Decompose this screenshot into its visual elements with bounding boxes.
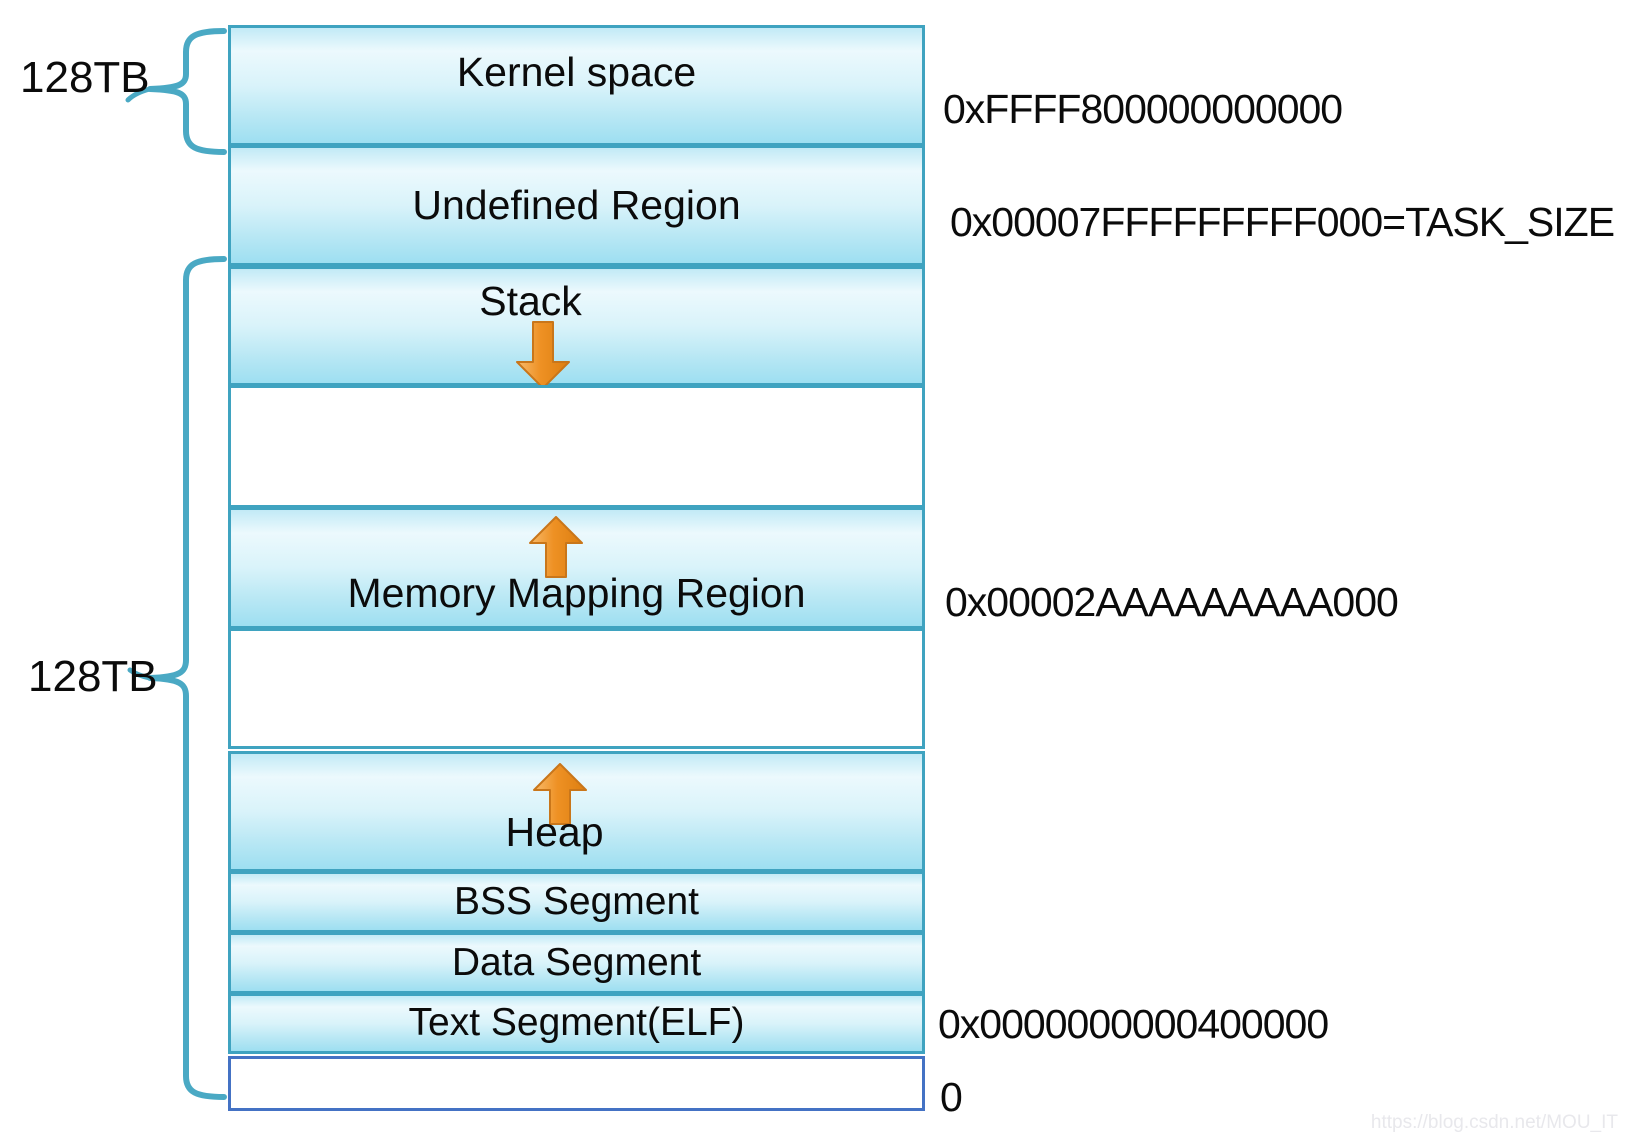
region-gap-upper	[228, 385, 925, 508]
kernel-size-label: 128TB	[20, 53, 150, 102]
address-elf-start: 0x0000000000400000	[938, 1001, 1329, 1047]
region-gap-lower	[228, 628, 925, 749]
region-label: Text Segment(ELF)	[408, 1001, 745, 1045]
brace-overlay	[125, 28, 227, 1100]
region-label: Stack	[479, 278, 582, 324]
region-bottom-empty	[228, 1056, 925, 1111]
region-label: Kernel space	[456, 49, 697, 95]
region-label: Data Segment	[451, 940, 702, 984]
region-kernel-space: Kernel space	[228, 25, 925, 146]
region-text-segment: Text Segment(ELF)	[228, 993, 925, 1054]
address-task-size: 0x00007FFFFFFFFF000=TASK_SIZE	[950, 199, 1615, 245]
region-label: Undefined Region	[412, 181, 741, 228]
region-memory-mapping: Memory Mapping Region	[228, 507, 925, 629]
watermark: https://blog.csdn.net/MOU_IT	[1370, 1112, 1618, 1133]
region-label: Heap	[505, 808, 604, 855]
user-size-label: 128TB	[28, 652, 158, 701]
region-label: Memory Mapping Region	[347, 569, 806, 616]
mmap-growth-up-arrow-icon	[529, 516, 583, 578]
address-zero: 0	[940, 1074, 963, 1120]
region-stack: Stack	[228, 266, 925, 389]
address-kernel-start: 0xFFFF800000000000	[943, 86, 1343, 132]
stack-growth-down-arrow-icon	[516, 321, 570, 389]
region-heap: Heap	[228, 751, 925, 872]
region-data-segment: Data Segment	[228, 932, 925, 994]
region-undefined: Undefined Region	[228, 145, 925, 266]
heap-growth-up-arrow-icon	[533, 763, 587, 825]
address-mmap-base: 0x00002AAAAAAAAA000	[945, 579, 1399, 625]
region-label: BSS Segment	[454, 879, 699, 923]
region-bss-segment: BSS Segment	[228, 871, 925, 933]
